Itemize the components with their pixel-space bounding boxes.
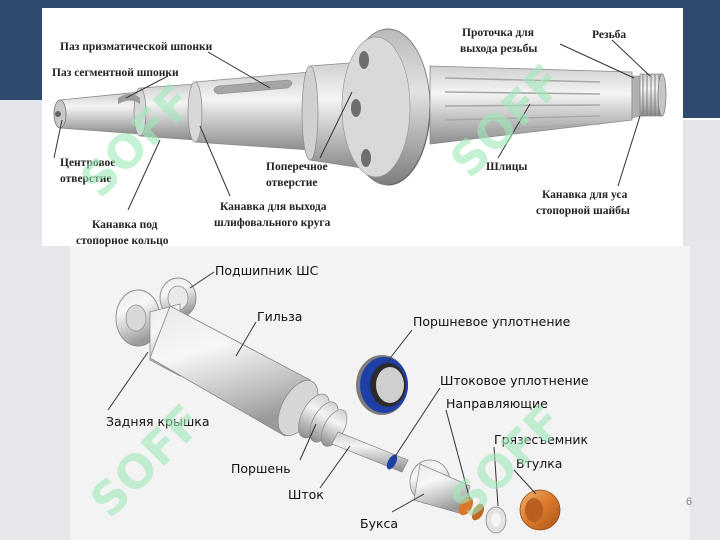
label-segment-key: Паз сегментной шпонки: [52, 67, 179, 79]
label-grinding-groove-1: Канавка для выхода: [220, 201, 327, 213]
label-washer-groove-1: Канавка для уса: [542, 189, 628, 201]
label-groove-ring-2: стопорное кольцо: [76, 235, 169, 247]
label-rear-cover: Задняя крышка: [106, 414, 210, 429]
label-bushing: Втулка: [516, 456, 562, 471]
page-number: 6: [686, 496, 693, 508]
label-bearing: Подшипник ШС: [215, 263, 319, 278]
label-groove-ring-1: Канавка под: [92, 219, 158, 231]
label-piston: Поршень: [231, 461, 291, 476]
label-thread-relief-1: Проточка для: [462, 27, 534, 39]
label-gland: Букса: [360, 516, 398, 531]
shaft-drawing: [53, 28, 667, 186]
label-wiper: Грязесъемник: [494, 432, 589, 447]
header-divider: [683, 118, 720, 120]
label-cross-hole-1: Поперечное: [266, 161, 328, 173]
label-grinding-groove-2: шлифовального круга: [214, 217, 331, 229]
shaft-leader-lines: [53, 39, 651, 211]
label-rod: Шток: [288, 487, 324, 502]
label-thread: Резьба: [592, 29, 626, 41]
label-center-hole-2: отверстие: [60, 173, 111, 185]
label-prismatic-key: Паз призматической шпонки: [60, 41, 213, 53]
label-guides: Направляющие: [446, 396, 548, 411]
label-cross-hole-2: отверстие: [266, 177, 317, 189]
label-rod-seal: Штоковое уплотнение: [440, 373, 589, 388]
cylinder-drawing: [115, 277, 561, 534]
label-piston-seal: Поршневое уплотнение: [413, 314, 571, 329]
label-center-hole-1: Центровое: [60, 157, 115, 169]
label-washer-groove-2: стопорной шайбы: [536, 205, 630, 217]
cylinder-leader-lines: [107, 271, 537, 513]
label-sleeve: Гильза: [257, 309, 302, 324]
label-thread-relief-2: выхода резьбы: [460, 43, 537, 55]
header-band-right: [683, 0, 720, 120]
label-splines: Шлицы: [486, 161, 527, 173]
